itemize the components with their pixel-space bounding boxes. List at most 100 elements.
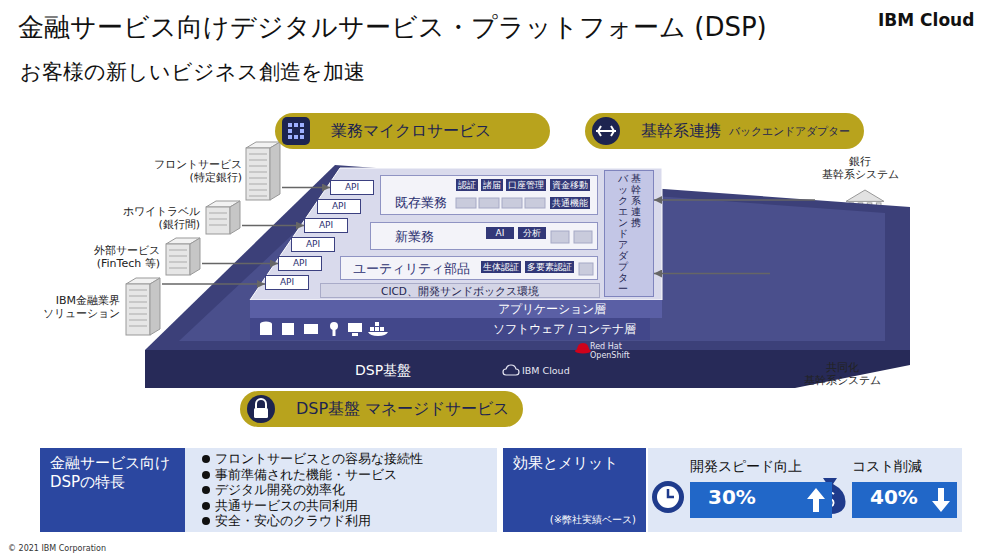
bank-icon <box>849 286 881 315</box>
feature-list: フロントサービスとの容易な接続性事前準備された機能・サービスデジタル開発の効率化… <box>185 448 497 532</box>
metric-box: 開発スピード向上 30% <box>690 456 832 518</box>
copyright-text: © 2021 IBM Corporation <box>8 544 106 553</box>
node-text: 諸届 <box>483 180 501 191</box>
lock-icon <box>246 394 276 424</box>
feature-heading: 金融サービス向け DSPの特長 <box>40 448 185 532</box>
bank-icon <box>807 264 839 293</box>
api-box: API <box>278 256 322 271</box>
software-layer: ソフトウェア / コンテナ層 <box>250 318 650 340</box>
software-icons <box>256 321 406 337</box>
node-text: ユーティリティ部品 <box>353 261 470 276</box>
building-icon <box>166 238 200 275</box>
node-text: (※弊社実績ベース) <box>550 514 636 526</box>
node-text: 効果とメリット <box>513 454 636 473</box>
node-text: フロントサービス (特定銀行) <box>150 158 242 184</box>
node-text: バックエンドアダプター <box>729 124 850 139</box>
arrow-connector <box>654 199 815 201</box>
node-text: 銀行 基幹系システム <box>815 155 905 181</box>
shared-core-area <box>788 252 896 360</box>
node-text: DSP基盤 マネージドサービス <box>296 399 509 420</box>
effect-panel <box>648 448 962 532</box>
building-node: IBM金融業界 ソリューション <box>28 278 162 335</box>
business-box: ユーティリティ部品 生体認証多要素認証 <box>340 256 598 280</box>
function-box: 資金移動 <box>550 179 590 191</box>
node-text: 30% <box>708 485 802 509</box>
node-text: 共通機能 <box>552 198 588 209</box>
function-box: 認証 <box>456 179 478 191</box>
node-text: ソフトウェア / コンテナ層 <box>493 322 636 337</box>
link-icon <box>591 116 621 146</box>
product-text: Red Hat OpenShift <box>590 342 636 360</box>
building-icon <box>246 142 280 200</box>
function-box: 口座管理 <box>506 179 546 191</box>
node-text: 多要素認証 <box>527 262 572 273</box>
shared-core-node: 共同化 基幹系システム <box>770 250 915 388</box>
function-box: 分析 <box>518 227 546 239</box>
service-pill: DSP基盤 マネージドサービス <box>240 391 523 427</box>
node-text: ホワイトラベル (銀行間) <box>108 205 200 231</box>
api-box: API <box>291 237 335 252</box>
node-text: API <box>280 277 294 288</box>
node-text: 資金移動 <box>552 180 588 191</box>
building-icon <box>206 201 240 234</box>
node-text: 口座管理 <box>508 180 544 191</box>
application-layer: アプリケーション層 API API API API API API 既存業務認証諸届口座管理資… <box>250 168 662 318</box>
node-text: 安全・安心のクラウド利用 <box>201 513 481 529</box>
node-text: API <box>345 182 359 193</box>
node-text: IBM金融業界 ソリューション <box>28 294 120 320</box>
node-text: コスト削減 <box>852 456 927 476</box>
node-text: 基幹系連携 <box>631 173 641 294</box>
grid-icon <box>281 116 311 146</box>
api-box: API <box>317 199 361 214</box>
brand-text: IBM Cloud <box>522 365 570 376</box>
subtitle-text: お客様の新しいビジネス創造を加速 <box>20 58 365 86</box>
service-pill: 基幹系連携バックエンドアダプター <box>585 113 864 149</box>
business-box: 新業務 AI 分析 <box>370 222 598 250</box>
sandbox-band: CICD、開発サンドボックス環境 <box>320 283 600 298</box>
arrow-connector <box>242 225 304 227</box>
service-pill: 業務マイクロサービス <box>275 113 550 149</box>
node-text: API <box>319 220 333 231</box>
title-text: 金融サービス向けデジタルサービス・プラットフォーム (DSP) <box>18 10 767 45</box>
node-text: 既存業務 <box>395 195 447 210</box>
node-text: 事前準備された機能・サービス <box>201 467 481 483</box>
function-box: AI <box>486 227 514 239</box>
bank-icon <box>811 316 843 345</box>
bank-icon <box>845 190 885 227</box>
business-box: 既存業務認証諸届口座管理資金移動共通機能 <box>380 175 598 215</box>
node-text: 40% <box>870 485 927 509</box>
api-box: API <box>330 180 374 195</box>
adapter-column: 基幹系連携バックエンドアダプター <box>604 170 654 297</box>
clock-icon <box>652 481 684 513</box>
building-node: 外部サービス (FinTech 等) <box>68 238 202 275</box>
money-bag-icon <box>815 478 846 514</box>
node-text: 共同化 基幹系システム <box>798 361 888 387</box>
node-text: アプリケーション層 <box>498 302 606 316</box>
node-text: バックエンドアダプター <box>618 173 628 294</box>
node-text: フロントサービスとの容易な接続性 <box>201 451 481 467</box>
effect-heading: 効果とメリット (※弊社実績ベース) <box>503 448 646 532</box>
building-node: フロントサービス (特定銀行) <box>150 142 282 200</box>
function-box: 諸届 <box>481 179 503 191</box>
node-text: 認証 <box>458 180 476 191</box>
metric-box: コスト削減 40% <box>852 456 957 518</box>
bank-node: 銀行 基幹系システム <box>815 155 905 230</box>
building-icon <box>126 278 160 335</box>
building-node: ホワイトラベル (銀行間) <box>108 201 242 234</box>
down-arrow <box>931 486 951 514</box>
arrow-connector <box>654 273 770 275</box>
node-text: 基幹系連携 <box>641 121 721 142</box>
function-box: 共通機能 <box>550 197 590 209</box>
node-text: API <box>306 239 320 250</box>
arrow-connector <box>282 187 330 189</box>
node-text: 業務マイクロサービス <box>331 121 491 142</box>
node-text: 生体認証 <box>483 262 519 273</box>
node-text: 金融サービス向け DSPの特長 <box>50 454 175 492</box>
node-text: 開発スピード向上 <box>690 456 802 476</box>
node-text: 新業務 <box>395 229 434 244</box>
function-box: 生体認証 <box>481 261 521 273</box>
arrow-connector <box>162 283 265 285</box>
node-text: 分析 <box>523 228 541 239</box>
up-arrow <box>806 486 826 514</box>
brand-text: IBM Cloud <box>878 10 974 30</box>
